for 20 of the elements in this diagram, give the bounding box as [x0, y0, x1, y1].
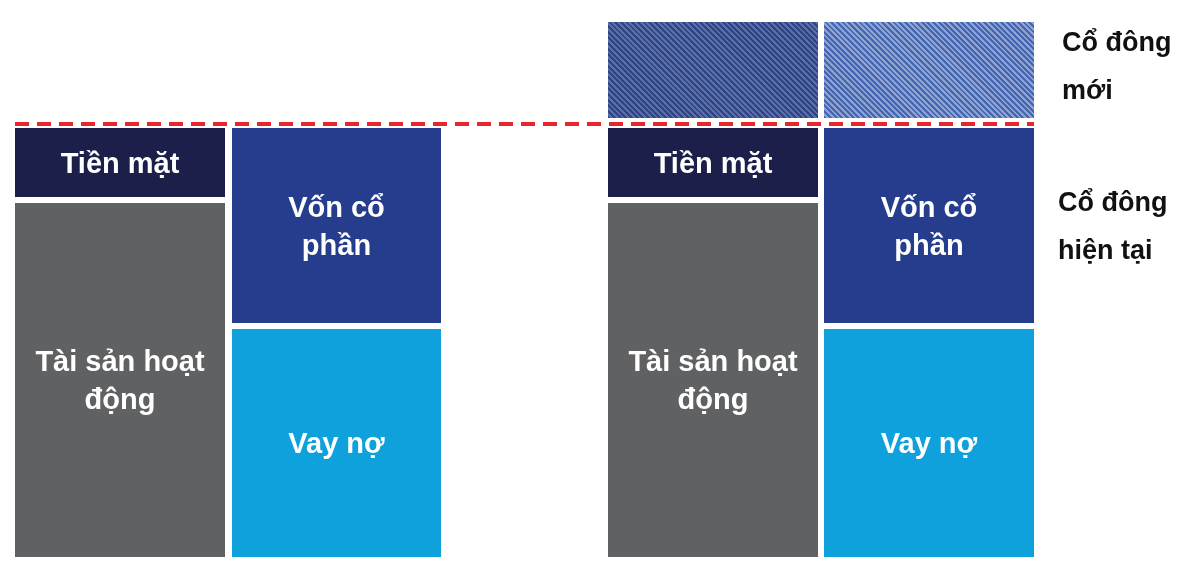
block-label: Vay nợ [288, 426, 385, 461]
balance-block [824, 128, 1034, 323]
block-label: Tài sản hoạt động [34, 344, 206, 417]
group-label: Cổ đông hiện tại [1058, 186, 1169, 267]
block-label: Tiền mặt [653, 145, 773, 181]
balance-block [232, 329, 441, 557]
group-label: Cổ đông mới [1062, 26, 1173, 107]
block-label: Tiền mặt [60, 145, 180, 181]
block-label: Vốn cổ phần [287, 189, 386, 263]
block-label: Vay nợ [880, 426, 978, 461]
balance-block [824, 329, 1034, 557]
balance-block [608, 203, 818, 557]
hatched-block [608, 22, 818, 118]
balance-block [15, 128, 225, 197]
hatched-block [824, 22, 1034, 118]
block-label: Vốn cổ phần [879, 189, 979, 263]
balance-block [608, 128, 818, 197]
block-label: Tài sản hoạt động [627, 344, 799, 417]
balance-block [232, 128, 441, 323]
balance-block [15, 203, 225, 557]
